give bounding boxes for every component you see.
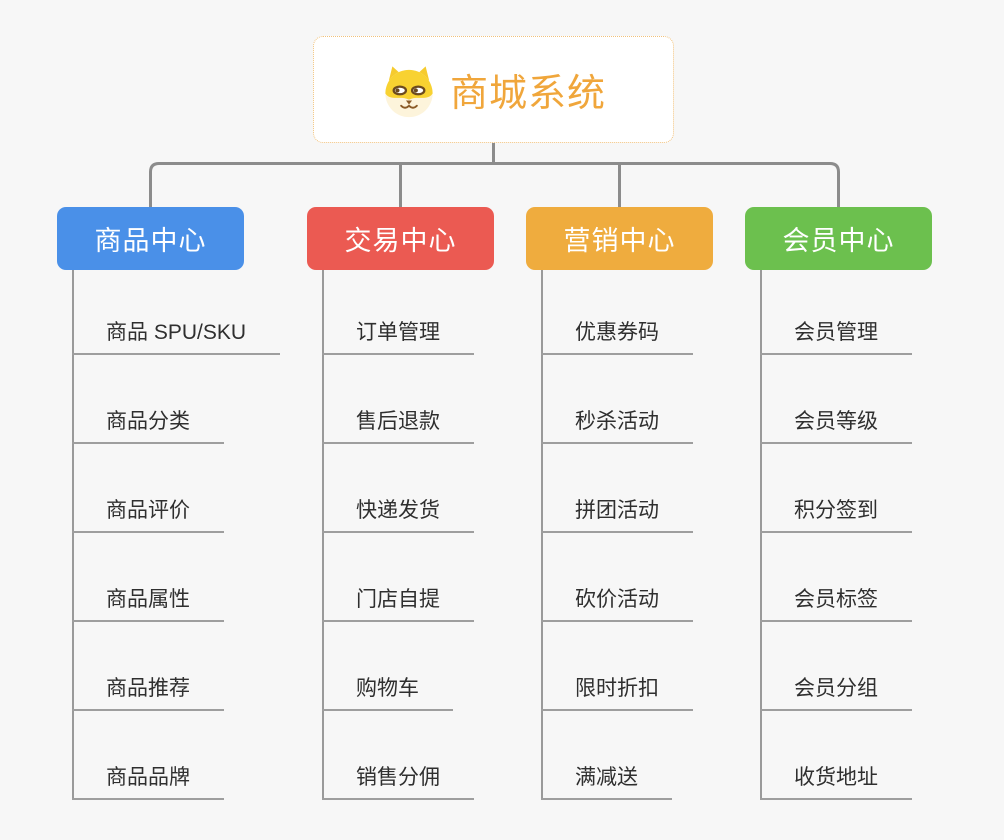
- child-node[interactable]: 商品属性: [72, 533, 280, 622]
- child-node[interactable]: 秒杀活动: [541, 355, 693, 444]
- child-label[interactable]: 限时折扣: [541, 672, 693, 711]
- child-node[interactable]: 购物车: [322, 622, 474, 711]
- child-label[interactable]: 会员等级: [760, 405, 912, 444]
- branch-trunk-line: [541, 270, 543, 800]
- child-list-marketing-center: 优惠券码 秒杀活动 拼团活动 砍价活动 限时折扣 满减送: [541, 266, 693, 800]
- child-label[interactable]: 订单管理: [322, 316, 474, 355]
- child-node[interactable]: 限时折扣: [541, 622, 693, 711]
- branch-label: 会员中心: [782, 226, 895, 256]
- child-node[interactable]: 商品 SPU/SKU: [72, 266, 281, 355]
- branch-trunk-line: [322, 270, 324, 800]
- child-node[interactable]: 积分签到: [760, 444, 912, 533]
- child-node[interactable]: 优惠券码: [541, 266, 693, 355]
- child-list-member-center: 会员管理 会员等级 积分签到 会员标签 会员分组 收货地址: [760, 266, 912, 800]
- branch-bus-line: [149, 162, 840, 208]
- child-node[interactable]: 会员标签: [760, 533, 912, 622]
- child-label[interactable]: 购物车: [322, 672, 453, 711]
- child-label[interactable]: 收货地址: [760, 761, 912, 800]
- child-label[interactable]: 商品评价: [72, 494, 224, 533]
- child-label[interactable]: 商品分类: [72, 405, 224, 444]
- child-node[interactable]: 会员等级: [760, 355, 912, 444]
- child-label[interactable]: 售后退款: [322, 405, 474, 444]
- root-node[interactable]: 商城系统: [313, 36, 674, 143]
- child-node[interactable]: 商品评价: [72, 444, 280, 533]
- child-list-product-center: 商品 SPU/SKU 商品分类 商品评价 商品属性 商品推荐 商品品牌: [72, 266, 281, 800]
- child-node[interactable]: 订单管理: [322, 266, 474, 355]
- branch-label: 商品中心: [94, 226, 207, 256]
- child-node[interactable]: 快递发货: [322, 444, 474, 533]
- child-node[interactable]: 售后退款: [322, 355, 474, 444]
- child-label[interactable]: 优惠券码: [541, 316, 693, 355]
- branch-label: 营销中心: [563, 226, 676, 256]
- child-label[interactable]: 商品品牌: [72, 761, 224, 800]
- child-node[interactable]: 门店自提: [322, 533, 474, 622]
- child-label[interactable]: 商品推荐: [72, 672, 224, 711]
- child-label[interactable]: 拼团活动: [541, 494, 693, 533]
- child-label[interactable]: 销售分佣: [322, 761, 474, 800]
- child-label[interactable]: 积分签到: [760, 494, 912, 533]
- branch-node-marketing-center[interactable]: 营销中心: [526, 207, 713, 270]
- child-label[interactable]: 门店自提: [322, 583, 474, 622]
- root-title: 商城系统: [449, 73, 606, 115]
- child-node[interactable]: 满减送: [541, 711, 693, 800]
- child-label[interactable]: 秒杀活动: [541, 405, 693, 444]
- branch-node-product-center[interactable]: 商品中心: [57, 207, 244, 270]
- child-label[interactable]: 会员管理: [760, 316, 912, 355]
- dog-face-icon: [385, 65, 433, 117]
- child-node[interactable]: 商品分类: [72, 355, 280, 444]
- branch-label: 交易中心: [344, 226, 457, 256]
- branch-trunk-line: [72, 270, 74, 800]
- child-node[interactable]: 商品品牌: [72, 711, 280, 800]
- child-node[interactable]: 砍价活动: [541, 533, 693, 622]
- child-label[interactable]: 满减送: [541, 761, 672, 800]
- child-label[interactable]: 快递发货: [322, 494, 474, 533]
- branch-node-trade-center[interactable]: 交易中心: [307, 207, 494, 270]
- child-label[interactable]: 会员标签: [760, 583, 912, 622]
- child-node[interactable]: 拼团活动: [541, 444, 693, 533]
- child-label[interactable]: 商品属性: [72, 583, 224, 622]
- branch-node-member-center[interactable]: 会员中心: [745, 207, 932, 270]
- child-label[interactable]: 砍价活动: [541, 583, 693, 622]
- child-node[interactable]: 会员管理: [760, 266, 912, 355]
- child-label[interactable]: 会员分组: [760, 672, 912, 711]
- child-list-trade-center: 订单管理 售后退款 快递发货 门店自提 购物车 销售分佣: [322, 266, 474, 800]
- branch-trunk-line: [760, 270, 762, 800]
- child-node[interactable]: 销售分佣: [322, 711, 474, 800]
- child-label[interactable]: 商品 SPU/SKU: [72, 316, 281, 355]
- child-node[interactable]: 商品推荐: [72, 622, 280, 711]
- child-node[interactable]: 收货地址: [760, 711, 912, 800]
- child-node[interactable]: 会员分组: [760, 622, 912, 711]
